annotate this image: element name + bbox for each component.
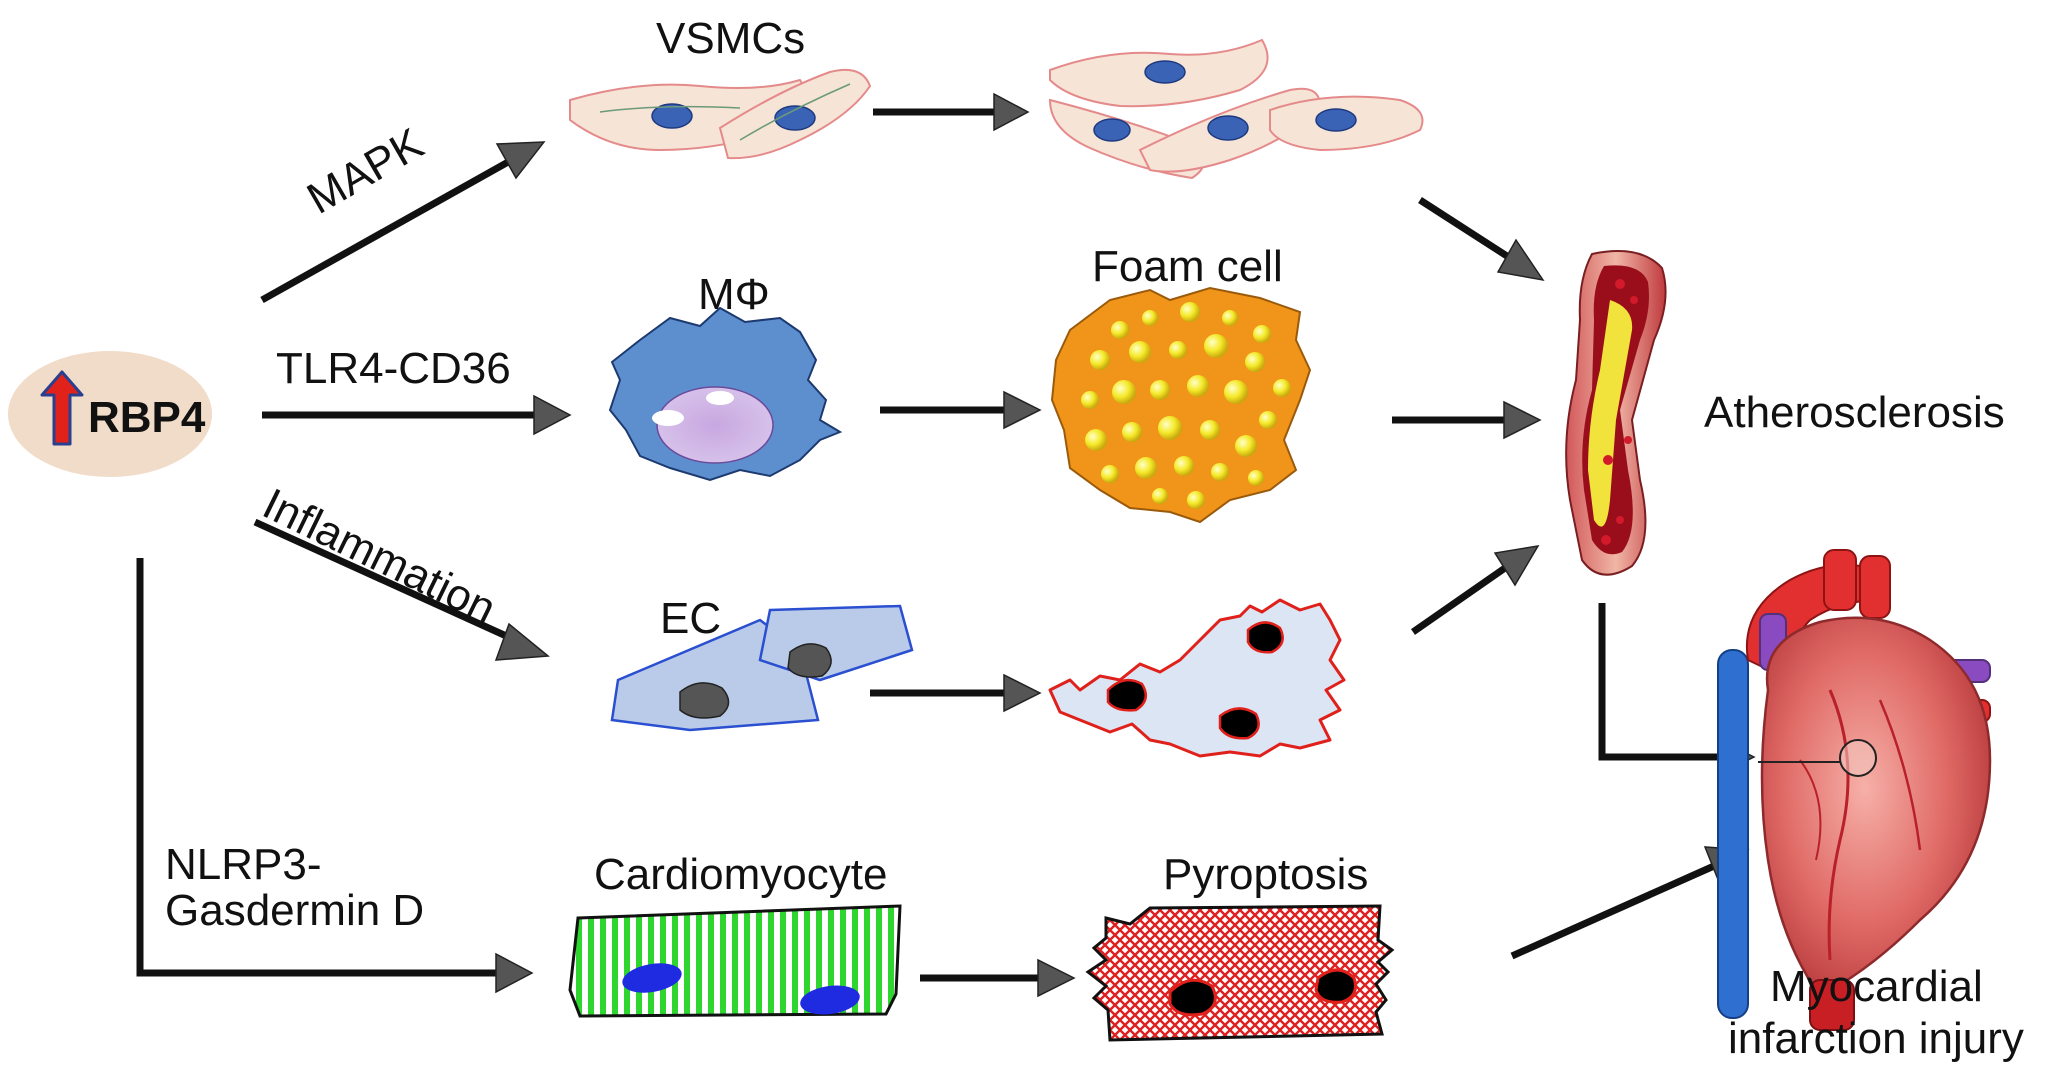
macrophage-illustration [608,306,843,482]
arrow-ec-to-atherosclerosis [1411,545,1540,635]
arrow-vsmc-to-atherosclerosis [1418,197,1545,282]
foam-cell-label: Foam cell [1092,242,1283,291]
macrophage-label: MΦ [698,270,770,319]
nlrp3-label-line1: NLRP3- [165,840,322,889]
pyroptosis-illustration [1085,904,1395,1042]
atherosclerosis-label: Atherosclerosis [1704,388,2005,437]
heart-illustration [1717,549,1992,1031]
ec-label: EC [660,594,722,643]
foam-cell-illustration [1050,286,1312,524]
ec-cells-illustration [610,604,914,732]
cardiomyocyte-illustration [568,904,902,1018]
rbp4-node [8,351,212,477]
vsmc-label: VSMCs [656,14,806,63]
arrow-macrophage-to-foam [880,390,1042,430]
rbp4-label: RBP4 [88,393,206,442]
vsmc-proliferated-illustration [1048,38,1424,180]
arrow-cardiomyocyte-pyroptosis [920,958,1076,998]
arrow-inflammation [253,518,550,661]
arrow-nlrp3 [136,558,534,994]
arrow-pyroptosis-to-mi [1510,846,1750,960]
arrow-vsmc-proliferation [873,92,1030,132]
arrow-foam-to-atherosclerosis [1392,400,1542,440]
ec-damaged-illustration [1048,598,1346,758]
nlrp3-label-line2: Gasdermin D [165,886,425,935]
mi-label-line2: infarction injury [1728,1014,2024,1063]
vsmc-cells-illustration [569,68,872,160]
atherosclerotic-vessel-illustration [1565,250,1667,576]
pyroptosis-label: Pyroptosis [1163,850,1369,899]
cardiomyocyte-label: Cardiomyocyte [594,850,888,899]
arrow-ec-damage [870,673,1042,713]
mi-label-line1: Myocardial [1770,962,1983,1011]
arrow-tlr4 [262,394,572,436]
arrow-mapk [260,141,546,304]
up-arrow-icon [40,370,84,446]
tlr4-cd36-label: TLR4-CD36 [276,344,511,393]
